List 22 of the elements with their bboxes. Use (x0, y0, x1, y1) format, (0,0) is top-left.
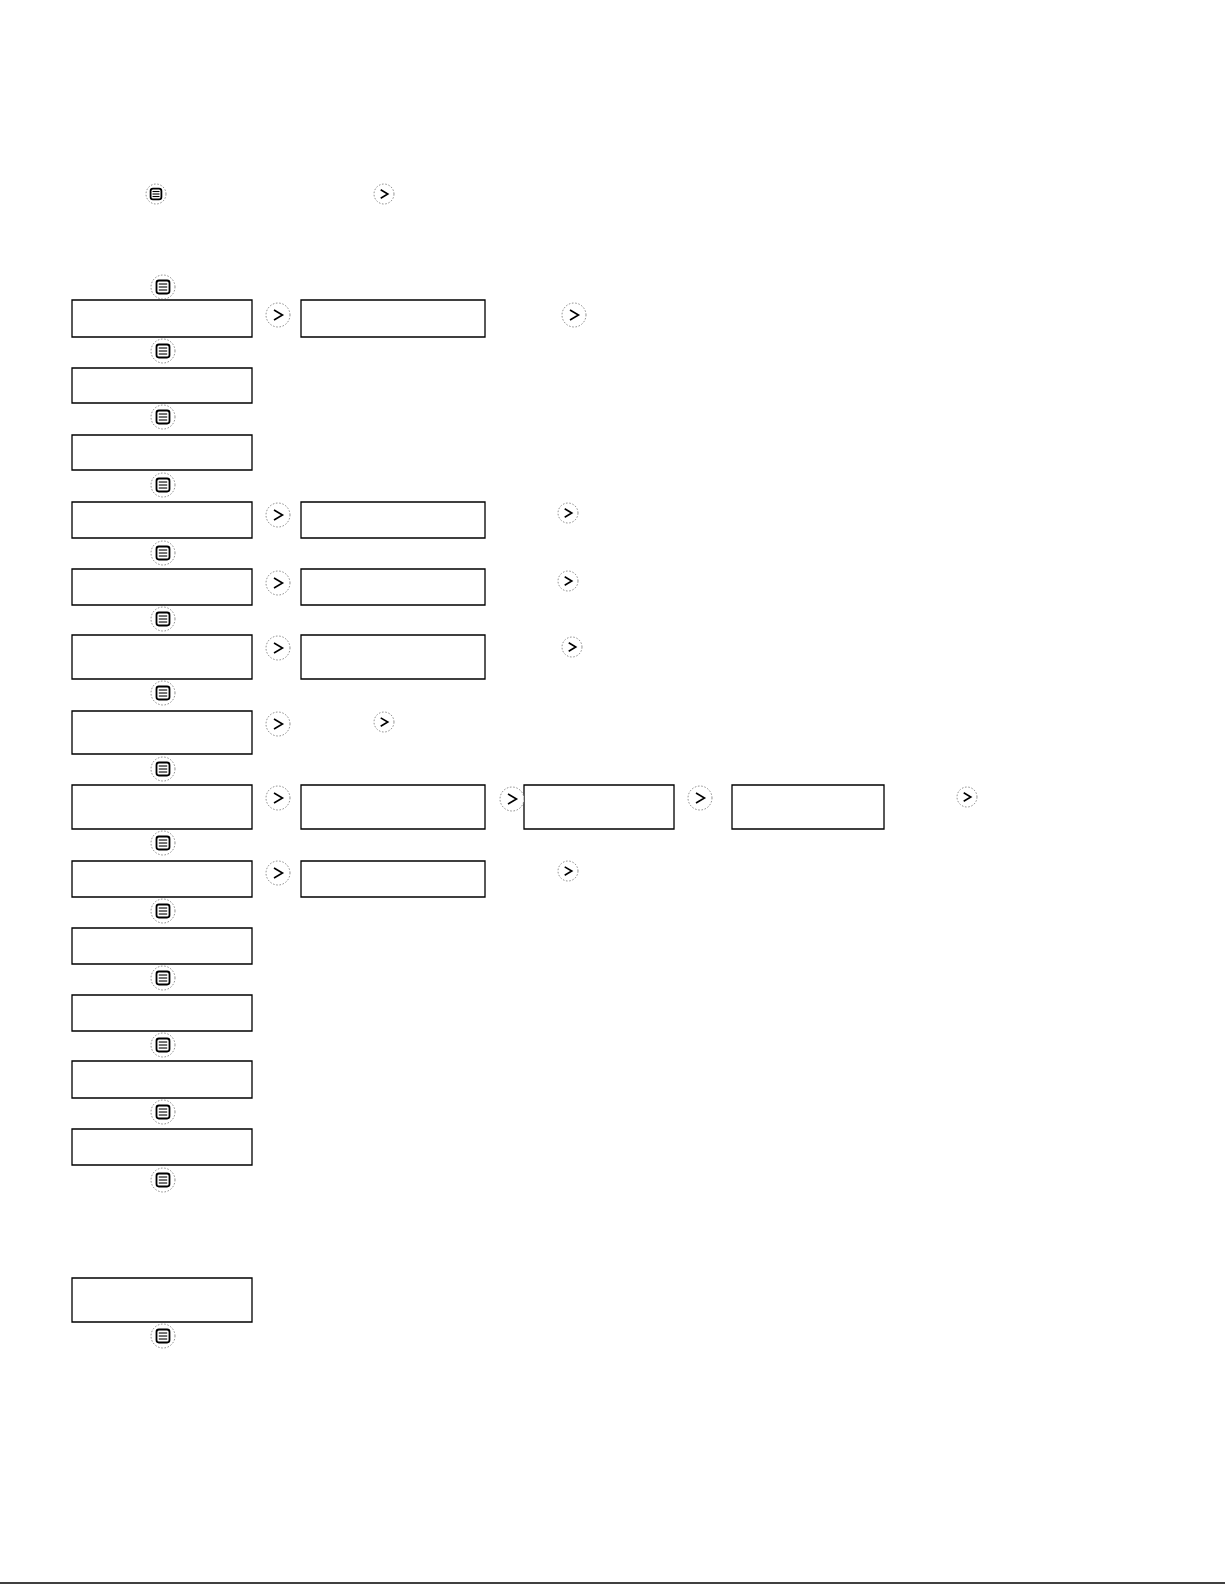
blank-box (71, 299, 253, 338)
blank-box (71, 1277, 253, 1323)
blank-box (300, 501, 486, 539)
blank-box (71, 784, 253, 830)
blank-box (300, 860, 486, 898)
blank-box (71, 568, 253, 606)
blank-box (71, 710, 253, 755)
blank-box (71, 994, 253, 1032)
blank-box (300, 634, 486, 680)
blank-box (71, 1128, 253, 1166)
blank-box (300, 568, 486, 606)
blank-box (71, 860, 253, 898)
blank-box (71, 434, 253, 471)
blank-box (71, 634, 253, 680)
blank-box (71, 927, 253, 965)
blank-box (71, 367, 253, 404)
blank-box (731, 784, 885, 830)
blank-box (300, 784, 486, 830)
blank-box (71, 501, 253, 539)
blank-box (523, 784, 675, 830)
blank-box (71, 1060, 253, 1099)
blank-box (300, 299, 486, 338)
